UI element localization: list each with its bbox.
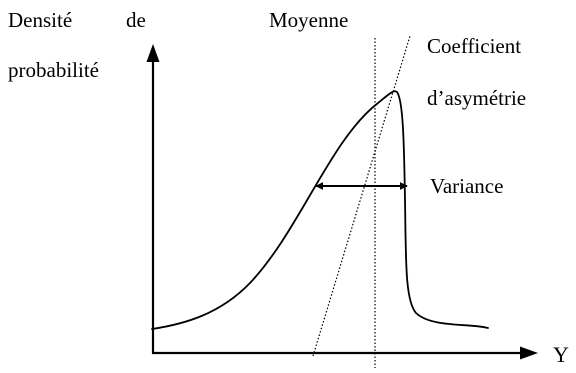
variance-label: Variance — [430, 174, 503, 198]
density-label-word2: de — [126, 8, 146, 32]
skewness-line — [312, 35, 411, 357]
y-axis-arrowhead — [146, 44, 160, 62]
mean-label: Moyenne — [269, 8, 348, 32]
x-axis-label: Y — [553, 342, 569, 367]
density-curve — [151, 90, 489, 330]
density-label-line2: probabilité — [8, 58, 99, 82]
skewness-label-line2: d’asymétrie — [427, 86, 526, 110]
x-axis-arrowhead — [520, 346, 538, 360]
density-label-word1: Densité — [8, 8, 72, 32]
skewness-label-line1: Coefficient — [427, 34, 521, 58]
